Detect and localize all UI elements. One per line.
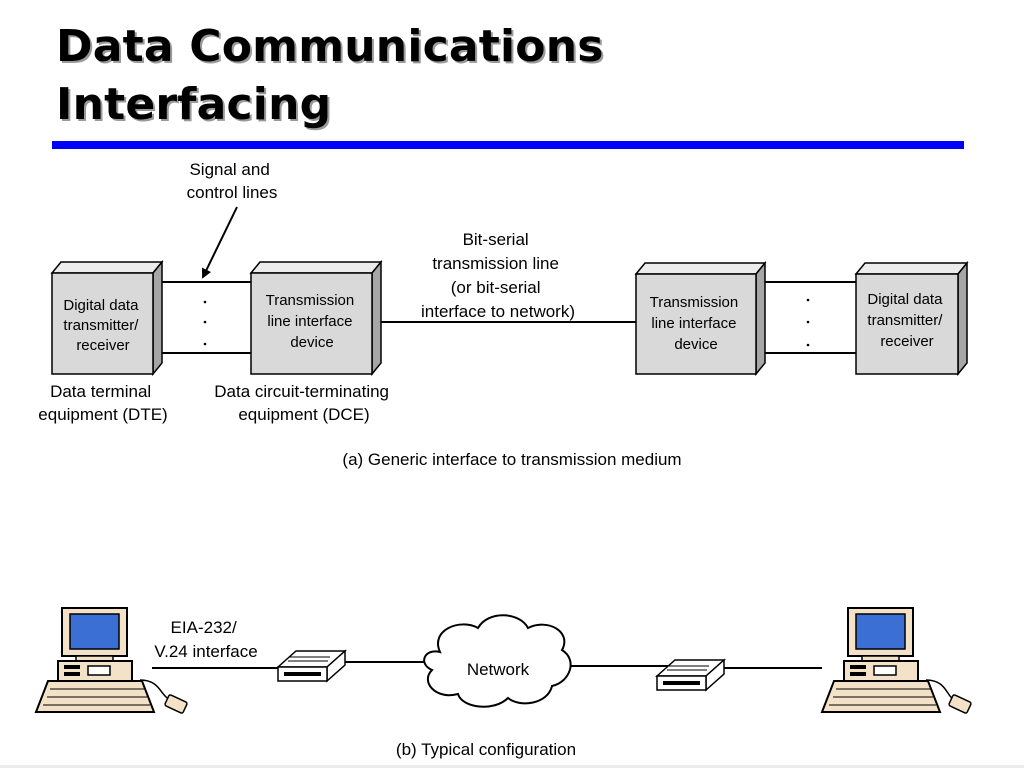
svg-text:Transmission line inte: Transmission line interface device xyxy=(650,294,743,353)
ellipsis-dot xyxy=(806,298,810,302)
signal-arrow xyxy=(201,206,238,279)
interface-label-line: EIA-232/ xyxy=(171,618,237,637)
dce-box-label: Transmission xyxy=(266,292,355,309)
right-dte-box-label: Digital data xyxy=(867,291,943,308)
ellipsis-dot xyxy=(203,342,207,346)
right-dce-box-label: Transmission xyxy=(650,294,739,311)
link-label-line: transmission line xyxy=(432,254,559,273)
interface-label-line: V.24 interface xyxy=(154,642,257,661)
dce-box-right: Transmission line interface device xyxy=(634,260,767,377)
computer-icon xyxy=(820,607,942,713)
dce-caption-line: equipment (DCE) xyxy=(238,405,369,424)
dce-box-label: line interface xyxy=(267,313,352,330)
ellipsis-dot xyxy=(806,343,810,347)
modem-icon xyxy=(655,658,726,692)
modem-icon xyxy=(276,649,347,683)
signal-label-line: control lines xyxy=(187,183,278,202)
svg-text:Digital data transmitt: Digital data transmitter/ receiver xyxy=(867,291,946,350)
part-b-caption: (b) Typical configuration xyxy=(396,740,576,759)
dce-caption-line: Data circuit-terminating xyxy=(214,382,389,401)
dte-box-label: transmitter/ xyxy=(63,317,139,334)
dce-box-left: Transmission line interface device xyxy=(249,259,383,377)
typical-configuration-diagram: EIA-232/ V.24 interface xyxy=(34,607,972,759)
dte-box-label: receiver xyxy=(76,337,129,354)
footer-divider xyxy=(0,765,1024,768)
link-label-line: (or bit-serial xyxy=(451,278,541,297)
page-title: Data Communications Interfacing xyxy=(56,18,604,134)
signal-label-line: Signal and xyxy=(189,160,269,179)
dte-box-right: Digital data transmitter/ receiver xyxy=(854,260,969,377)
right-dce-box-label: line interface xyxy=(651,315,736,332)
signal-lines-label: Signal and control lines xyxy=(187,160,278,202)
dte-box-left: Digital data transmitter/ receiver xyxy=(50,259,164,377)
dte-caption: Data terminal equipment (DTE) xyxy=(38,382,167,424)
dte-caption-line: Data terminal xyxy=(50,382,151,401)
title-line-1: Data Communications xyxy=(56,21,604,72)
mouse-icon xyxy=(925,679,972,714)
dce-caption: Data circuit-terminating equipment (DCE) xyxy=(214,382,394,424)
part-a-caption: (a) Generic interface to transmission me… xyxy=(342,450,681,469)
svg-text:Digital data transmitt: Digital data transmitter/ receiver xyxy=(63,297,142,354)
ellipsis-dot xyxy=(203,320,207,324)
dte-caption-line: equipment (DTE) xyxy=(38,405,167,424)
dce-box-label: device xyxy=(290,334,333,351)
network-label: Network xyxy=(467,660,530,679)
dte-box-label: Digital data xyxy=(63,297,139,314)
ellipsis-dot xyxy=(203,300,207,304)
right-dce-box-label: device xyxy=(674,336,717,353)
title-rule xyxy=(52,141,964,149)
ellipsis-dot xyxy=(806,320,810,324)
link-label-line: interface to network) xyxy=(421,302,575,321)
generic-interface-diagram: Signal and control lines Digital data tr… xyxy=(38,160,969,469)
computer-icon xyxy=(34,607,156,713)
right-dte-box-label: transmitter/ xyxy=(867,312,943,329)
title-line-2: Interfacing xyxy=(56,79,332,130)
cloud-icon: Network xyxy=(423,614,572,708)
svg-text:Transmission line inte: Transmission line interface device xyxy=(266,292,359,351)
right-dte-box-label: receiver xyxy=(880,333,933,350)
interface-label: EIA-232/ V.24 interface xyxy=(154,618,257,661)
transmission-line-label: Bit-serial transmission line (or bit-ser… xyxy=(421,230,575,321)
link-label-line: Bit-serial xyxy=(463,230,529,249)
mouse-icon xyxy=(139,679,188,714)
